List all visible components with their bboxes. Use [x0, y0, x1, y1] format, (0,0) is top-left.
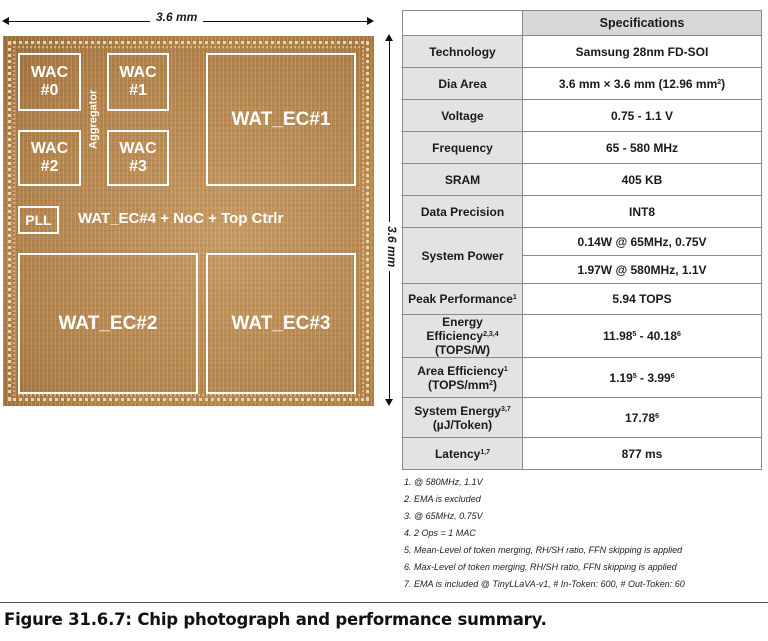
energy-efficiency-key: Energy Efficiency2,3,4 (TOPS/W) — [402, 314, 523, 358]
table-row: Voltage 0.75 - 1.1 V — [402, 99, 762, 132]
table-row: Area Efficiency1 (TOPS/mm2) 1.195 - 3.996 — [402, 357, 762, 398]
voltage-key: Voltage — [402, 99, 523, 132]
specifications-table: Specifications Technology Samsung 28nm F… — [402, 10, 762, 470]
width-label: 3.6 mm — [150, 10, 204, 24]
table-row: System Power 0.14W @ 65MHz, 0.75V — [402, 227, 762, 284]
area-efficiency-unit-sup: 2 — [489, 379, 494, 387]
footnote: 7. EMA is included @ TinyLLaVA-v1, # In-… — [404, 579, 685, 589]
table-row: 1.97W @ 580MHz, 1.1V — [403, 255, 762, 284]
energy-efficiency-low: 11.98 — [603, 329, 633, 343]
area-efficiency-sup: 1 — [503, 365, 508, 373]
chip-die-photo: WAC #0 WAC #1 WAC #2 WAC #3 Aggregator W… — [3, 36, 374, 406]
area-efficiency-low: 1.19 — [609, 370, 633, 385]
area-efficiency-text: Area Efficiency — [417, 363, 504, 378]
wat-ec4-noc-label: WAT_EC#4 + NoC + Top Ctrlr — [78, 210, 284, 227]
system-power-value-low: 0.14W @ 65MHz, 0.75V — [522, 227, 762, 256]
pll-block: PLL — [18, 206, 59, 234]
die-area-key: Dia Area — [402, 67, 523, 100]
table-row: Energy Efficiency2,3,4 (TOPS/W) 11.985 - … — [402, 314, 762, 358]
io-pad-ring — [8, 41, 369, 401]
system-energy-value: 17.786 — [522, 397, 762, 438]
sram-value: 405 KB — [522, 163, 762, 196]
system-energy-text: System Energy — [414, 403, 501, 418]
aggregator-block: Aggregator — [84, 53, 104, 186]
figure-caption: Figure 31.6.7: Chip photograph and perfo… — [4, 610, 547, 629]
data-precision-key: Data Precision — [402, 195, 523, 228]
table-header-row: Specifications — [402, 10, 762, 36]
footnotes: 1. @ 580MHz, 1.1V 2. EMA is excluded 3. … — [404, 476, 764, 595]
latency-text: Latency — [434, 446, 481, 461]
area-efficiency-unit-tail: ) — [493, 377, 498, 392]
footnote: 4. 2 Ops = 1 MAC — [404, 528, 476, 538]
table-row: Peak Performance1 5.94 TOPS — [402, 283, 762, 315]
voltage-value: 0.75 - 1.1 V — [522, 99, 762, 132]
frequency-value: 65 - 580 MHz — [522, 131, 762, 164]
die-area-value: 3.6 mm × 3.6 mm (12.96 mm2) — [522, 67, 762, 100]
footnote: 6. Max-Level of token merging, RH/SH rat… — [404, 562, 677, 572]
footnote: 3. @ 65MHz, 0.75V — [404, 511, 483, 521]
footnote: 5. Mean-Level of token merging, RH/SH ra… — [404, 545, 683, 555]
height-label: 3.6 mm — [385, 222, 399, 272]
energy-efficiency-sup: 2,3,4 — [483, 331, 499, 338]
table-row: System Energy3,7 (µJ/Token) 17.786 — [402, 397, 762, 438]
aggregator-label: Aggregator — [87, 89, 100, 150]
latency-sup: 1,7 — [480, 448, 491, 456]
header-empty-cell — [402, 10, 523, 36]
area-efficiency-key: Area Efficiency1 (TOPS/mm2) — [402, 357, 523, 398]
peak-performance-key: Peak Performance1 — [402, 283, 523, 315]
specifications-header: Specifications — [522, 10, 762, 36]
width-dimension-marker: 3.6 mm — [0, 10, 376, 26]
technology-key: Technology — [402, 35, 523, 68]
area-efficiency-low-sup: 5 — [632, 372, 637, 380]
table-row: Frequency 65 - 580 MHz — [402, 131, 762, 164]
peak-performance-value: 5.94 TOPS — [522, 283, 762, 315]
peak-performance-sup: 1 — [512, 294, 517, 301]
energy-efficiency-high-sup: 6 — [677, 331, 681, 338]
system-power-key: System Power — [402, 227, 523, 284]
energy-efficiency-low-sup: 5 — [632, 331, 637, 338]
wat-ec3-block: WAT_EC#3 — [206, 253, 356, 394]
area-efficiency-unit: (TOPS/mm — [427, 377, 490, 392]
footnote: 1. @ 580MHz, 1.1V — [404, 477, 483, 487]
system-energy-number-sup: 6 — [655, 412, 659, 420]
frequency-key: Frequency — [402, 131, 523, 164]
height-dimension-marker: 3.6 mm — [378, 34, 400, 406]
die-area-text: 3.6 mm × 3.6 mm (12.96 mm — [558, 76, 718, 91]
die-area-tail: ) — [721, 76, 726, 91]
system-energy-key: System Energy3,7 (µJ/Token) — [402, 397, 523, 438]
wac-1-block: WAC #1 — [107, 53, 169, 111]
energy-efficiency-text: Energy Efficiency — [426, 315, 484, 343]
die-area-sup: 2 — [717, 78, 722, 86]
energy-efficiency-value: 11.985 - 40.186 — [522, 314, 762, 358]
system-power-value-high: 1.97W @ 580MHz, 1.1V — [522, 255, 762, 284]
data-precision-value: INT8 — [522, 195, 762, 228]
io-pad-ring-inner — [13, 46, 364, 396]
footnote: 2. EMA is excluded — [404, 494, 481, 504]
table-row: Dia Area 3.6 mm × 3.6 mm (12.96 mm2) — [402, 67, 762, 100]
table-row: Latency1,7 877 ms — [402, 437, 762, 470]
area-efficiency-high-sup: 6 — [670, 372, 675, 380]
area-efficiency-high: - 3.99 — [636, 370, 671, 385]
caption-divider — [0, 602, 768, 603]
latency-value: 877 ms — [522, 437, 762, 470]
wac-2-block: WAC #2 — [18, 130, 81, 186]
energy-efficiency-unit: (TOPS/W) — [434, 343, 491, 357]
latency-key: Latency1,7 — [402, 437, 523, 470]
technology-value: Samsung 28nm FD-SOI — [522, 35, 762, 68]
energy-efficiency-high: - 40.18 — [636, 329, 678, 343]
table-row: SRAM 405 KB — [402, 163, 762, 196]
system-energy-unit: (µJ/Token) — [432, 417, 493, 432]
area-efficiency-value: 1.195 - 3.996 — [522, 357, 762, 398]
system-energy-sup: 3,7 — [500, 405, 511, 413]
sram-key: SRAM — [402, 163, 523, 196]
wat-ec2-block: WAT_EC#2 — [18, 253, 198, 394]
system-energy-number: 17.78 — [625, 410, 656, 425]
wac-3-block: WAC #3 — [107, 130, 169, 186]
table-row: Technology Samsung 28nm FD-SOI — [402, 35, 762, 68]
height-arrow — [385, 34, 393, 406]
table-row: Data Precision INT8 — [402, 195, 762, 228]
wac-0-block: WAC #0 — [18, 53, 81, 111]
wat-ec1-block: WAT_EC#1 — [206, 53, 356, 186]
peak-performance-text: Peak Performance — [408, 292, 513, 306]
